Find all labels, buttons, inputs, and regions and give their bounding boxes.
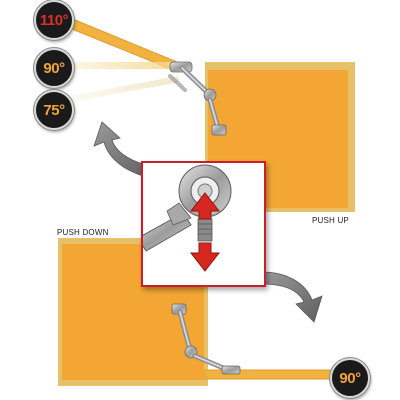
curved-arrow-up-left-icon — [93, 121, 153, 179]
bottom-hinge-mechanism — [171, 303, 241, 375]
door-ghost-75-panel — [58, 76, 180, 104]
angle-badge-75: 75° — [34, 90, 74, 130]
top-hinge-mechanism — [168, 61, 227, 136]
up-down-arrow-icon — [189, 192, 221, 272]
wrench-icon — [143, 164, 232, 252]
adjust-screw — [197, 218, 213, 242]
angle-badge-90-top: 90° — [34, 48, 74, 88]
angle-badge-90-bottom: 90° — [330, 358, 370, 398]
door-ghost-90-panel — [58, 62, 180, 69]
push-down-label: PUSH DOWN — [57, 228, 109, 237]
push-up-label: PUSH UP — [312, 216, 349, 225]
curved-arrow-down-right-icon — [261, 271, 323, 323]
adjustment-inset — [141, 161, 266, 287]
wrench-adjust-graphic — [143, 164, 232, 272]
angle-badge-110: 110° — [34, 0, 74, 40]
